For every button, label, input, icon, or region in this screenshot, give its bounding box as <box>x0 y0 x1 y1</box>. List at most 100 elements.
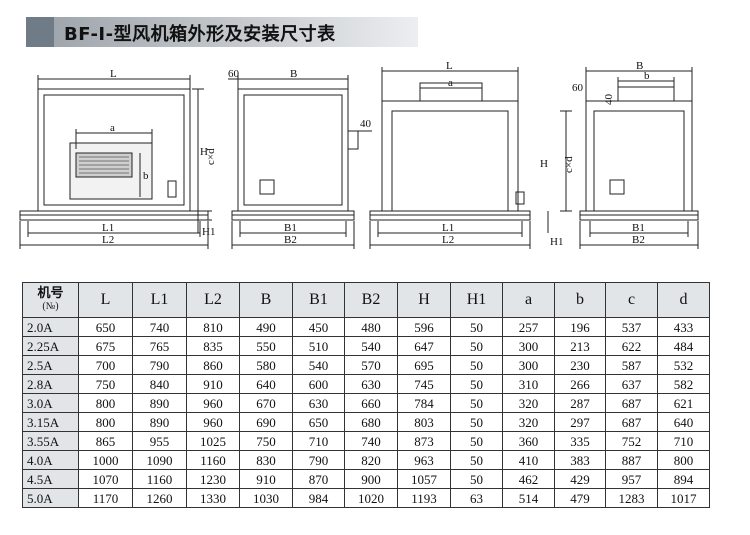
dim-label-60-side: 60 <box>228 68 240 80</box>
table-cell: 310 <box>502 374 555 394</box>
table-cell: 750 <box>78 374 133 394</box>
table-cell: 1090 <box>132 450 187 470</box>
dim-label-40: 40 <box>360 118 372 130</box>
table-cell: 790 <box>132 355 187 375</box>
table-cell: 890 <box>132 412 187 432</box>
table-cell: 213 <box>554 336 606 356</box>
dim-label-H1-top: H1 <box>550 236 563 248</box>
dim-label-H: H <box>200 146 208 158</box>
dim-label-L2-top: L2 <box>442 234 454 246</box>
table-cell: 383 <box>554 450 606 470</box>
table-cell: 570 <box>344 355 398 375</box>
table-cell: 50 <box>450 355 503 375</box>
dim-label-40-top: 40 <box>603 94 615 106</box>
model-cell: 2.5A <box>22 355 79 375</box>
table-cell: 510 <box>292 336 345 356</box>
table-cell: 621 <box>657 393 710 413</box>
table-cell: 1057 <box>397 469 451 489</box>
table-cell: 50 <box>450 450 503 470</box>
table-cell: 580 <box>239 355 293 375</box>
table-cell: 480 <box>344 317 398 337</box>
model-cell: 3.0A <box>22 393 79 413</box>
table-cell: 1230 <box>186 469 240 489</box>
drawing-side-top-outlet <box>579 67 699 249</box>
table-cell: 540 <box>344 336 398 356</box>
table-cell: 687 <box>605 412 658 432</box>
table-cell: 450 <box>292 317 345 337</box>
table-cell: 484 <box>657 336 710 356</box>
dim-label-a: a <box>110 122 115 134</box>
table-cell: 297 <box>554 412 606 432</box>
table-cell: 640 <box>657 412 710 432</box>
table-cell: 50 <box>450 393 503 413</box>
table-cell: 410 <box>502 450 555 470</box>
dim-label-B1: B1 <box>284 222 297 234</box>
table-cell: 622 <box>605 336 658 356</box>
table-cell: 860 <box>186 355 240 375</box>
table-cell: 266 <box>554 374 606 394</box>
table-cell: 695 <box>397 355 451 375</box>
dim-label-L: L <box>110 68 117 80</box>
table-cell: 433 <box>657 317 710 337</box>
model-cell: 3.15A <box>22 412 79 432</box>
table-cell: 320 <box>502 393 555 413</box>
table-cell: 582 <box>657 374 710 394</box>
dim-label-L1: L1 <box>102 222 114 234</box>
table-cell: 540 <box>292 355 345 375</box>
table-cell: 740 <box>344 431 398 451</box>
header-col: b <box>554 282 606 318</box>
table-cell: 1170 <box>78 488 133 508</box>
header-col: a <box>502 282 555 318</box>
table-cell: 462 <box>502 469 555 489</box>
dim-label-B2: B2 <box>284 234 297 246</box>
table-cell: 840 <box>132 374 187 394</box>
header-col: B1 <box>292 282 345 318</box>
table-cell: 1330 <box>186 488 240 508</box>
dim-label-B2-top: B2 <box>632 234 645 246</box>
table-cell: 537 <box>605 317 658 337</box>
table-cell: 1283 <box>605 488 658 508</box>
drawing-front-top-outlet <box>369 67 572 249</box>
table-cell: 865 <box>78 431 133 451</box>
table-cell: 320 <box>502 412 555 432</box>
table-cell: 710 <box>657 431 710 451</box>
header-col: L1 <box>132 282 187 318</box>
header-col: H <box>397 282 451 318</box>
table-cell: 740 <box>132 317 187 337</box>
table-cell: 955 <box>132 431 187 451</box>
dimension-table: 机号 (№) L L1 L2 B B1 B2 H H1 a b c d 2.0A… <box>22 282 710 508</box>
table-cell: 630 <box>292 393 345 413</box>
table-cell: 710 <box>292 431 345 451</box>
table-cell: 680 <box>344 412 398 432</box>
table-cell: 637 <box>605 374 658 394</box>
table-cell: 630 <box>344 374 398 394</box>
table-cell: 894 <box>657 469 710 489</box>
table-cell: 800 <box>78 393 133 413</box>
table-cell: 1070 <box>78 469 133 489</box>
model-cell: 4.5A <box>22 469 79 489</box>
table-cell: 514 <box>502 488 555 508</box>
table-cell: 910 <box>239 469 293 489</box>
table-cell: 890 <box>132 393 187 413</box>
header-col: H1 <box>450 282 503 318</box>
table-cell: 790 <box>292 450 345 470</box>
table-cell: 1020 <box>344 488 398 508</box>
header-col: c <box>605 282 658 318</box>
dim-label-L-top: L <box>446 60 453 72</box>
drawing-side <box>228 75 372 249</box>
fan-box-drawings: L a b H H1 L1 L2 60 B 40 c×d B1 B2 L a H… <box>19 60 699 249</box>
table-cell: 1030 <box>239 488 293 508</box>
header-model-label: 机号 <box>37 285 64 301</box>
table-cell: 752 <box>605 431 658 451</box>
table-cell: 960 <box>186 412 240 432</box>
table-cell: 957 <box>605 469 658 489</box>
header-col: B <box>239 282 293 318</box>
table-cell: 50 <box>450 431 503 451</box>
dim-label-B: B <box>290 68 297 80</box>
